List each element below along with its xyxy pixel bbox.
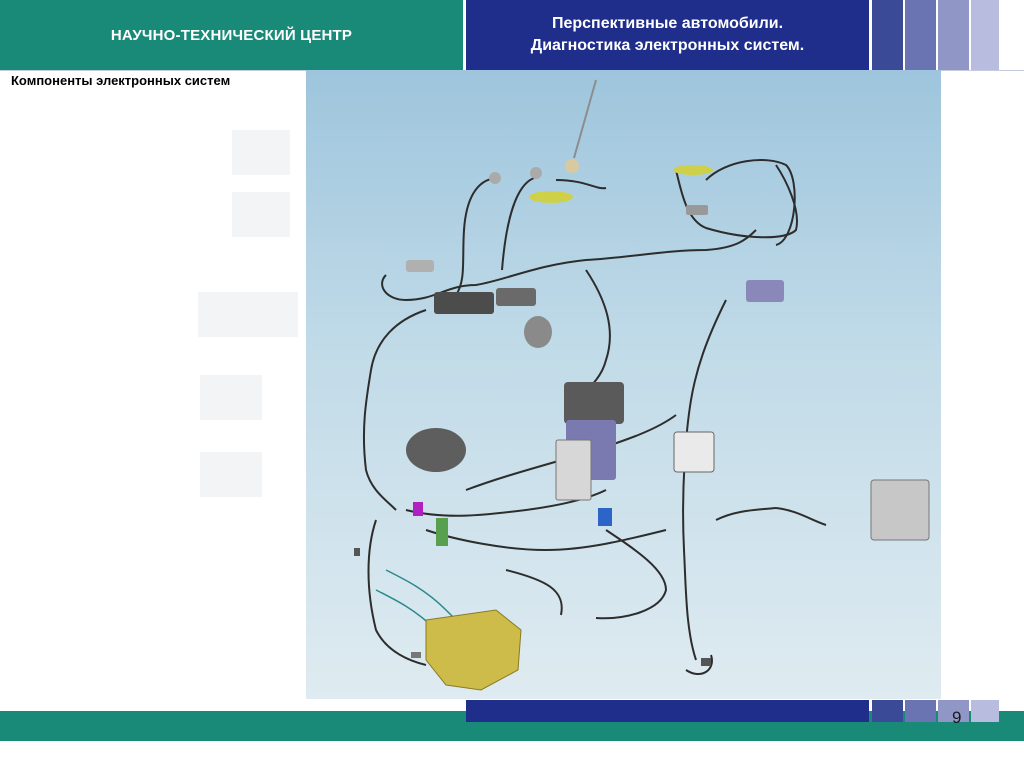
footer-stripe-3 <box>938 700 969 722</box>
wiring-harness-image <box>306 70 941 699</box>
ghost-box <box>198 292 298 337</box>
sensor-icon <box>686 205 708 215</box>
connector-icon <box>701 658 711 666</box>
header-stripe-3 <box>938 0 969 70</box>
page-number: 9 <box>952 708 962 727</box>
footer-stripe-4 <box>971 700 999 722</box>
module-icon <box>434 292 494 314</box>
header-stripe-4 <box>971 0 999 70</box>
antenna-icon <box>573 79 597 159</box>
course-title-line2: Диагностика электронных систем. <box>530 37 805 54</box>
header-stripe-2 <box>905 0 936 70</box>
speaker-icon <box>673 165 713 175</box>
slide-subtitle: Компоненты электронных систем <box>11 73 231 88</box>
module-icon <box>496 288 536 306</box>
ghost-box <box>200 452 262 497</box>
sensor-icon <box>565 159 579 173</box>
header-course-title: Перспективные автомобили. Диагностика эл… <box>466 0 869 70</box>
wiring-harness-icon <box>354 79 930 691</box>
engine-module-icon <box>425 609 522 691</box>
course-title-line1: Перспективные автомобили. <box>551 15 784 32</box>
header-stripe-1 <box>872 0 903 70</box>
connector-icon <box>598 508 612 526</box>
footer-navy-band <box>466 700 869 722</box>
module-icon <box>870 479 930 541</box>
fuse-box-icon <box>555 439 592 501</box>
footer-stripe-2 <box>905 700 936 722</box>
module-icon <box>406 428 466 472</box>
module-icon <box>746 280 784 302</box>
ghost-box <box>232 130 290 175</box>
ghost-box <box>200 375 262 420</box>
sensor-icon <box>489 172 501 184</box>
ghost-box <box>232 192 290 237</box>
sensor-icon <box>524 316 552 348</box>
speaker-icon <box>529 191 573 203</box>
header-org-title: НАУЧНО-ТЕХНИЧЕСКИЙ ЦЕНТР <box>0 0 463 70</box>
sensor-icon <box>530 167 542 179</box>
sensor-icon <box>406 260 434 272</box>
connector-icon <box>436 518 448 546</box>
footer-stripe-1 <box>872 700 903 722</box>
module-icon <box>564 382 624 424</box>
connector-icon <box>354 548 360 556</box>
connector-icon <box>413 502 423 516</box>
connector-icon <box>411 652 421 658</box>
module-icon <box>673 431 715 473</box>
